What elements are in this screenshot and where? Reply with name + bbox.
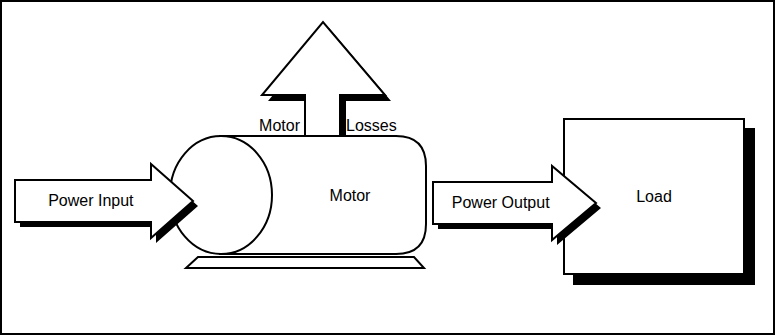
motor-outline xyxy=(168,134,430,276)
motor-end xyxy=(170,136,272,254)
arrow-body xyxy=(15,164,193,238)
node-text: Load xyxy=(565,120,743,273)
block-arrow: Power Output xyxy=(432,162,602,246)
block-arrow: Power Input xyxy=(14,160,199,244)
part-label: Losses xyxy=(346,116,397,136)
node-text: Motor xyxy=(280,134,420,258)
load-box: Load xyxy=(563,118,745,275)
motor-base xyxy=(186,257,424,268)
node-text: Power Input xyxy=(16,180,166,222)
motor-shape: Motor xyxy=(168,134,430,276)
node-text: Power Output xyxy=(434,182,567,224)
part-label: Motor xyxy=(259,116,300,136)
